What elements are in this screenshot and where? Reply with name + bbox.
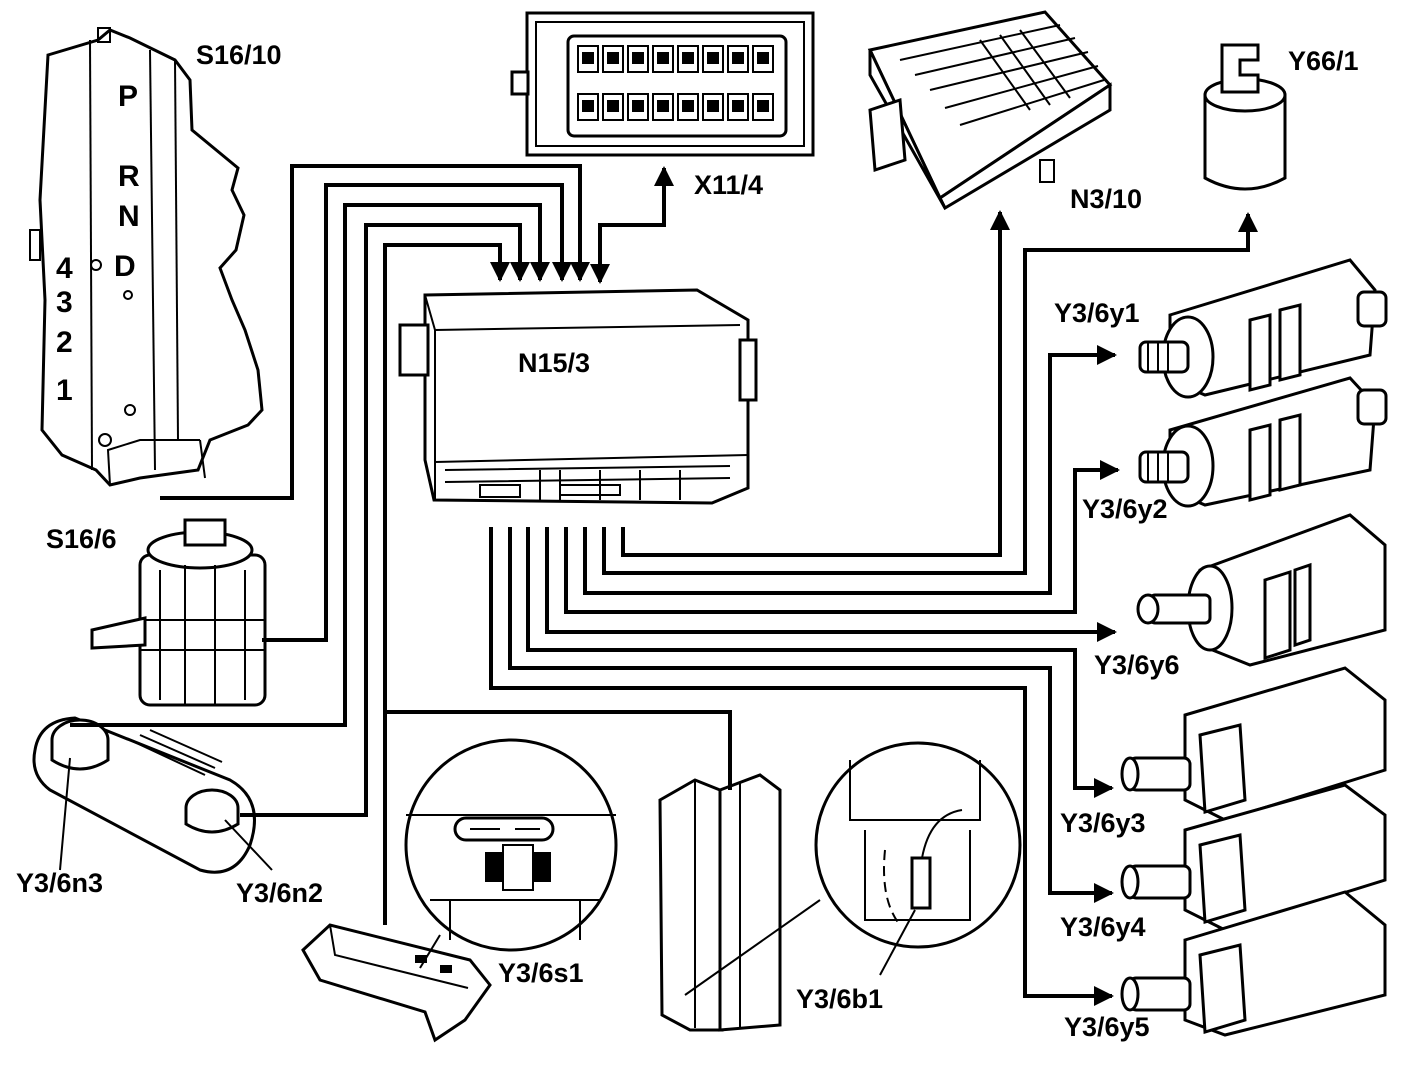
label-y3-6y4: Y3/6y4 xyxy=(1060,912,1146,942)
label-s16-10: S16/10 xyxy=(196,40,282,70)
connector-pin-contact xyxy=(732,52,744,64)
connector-pin-contact xyxy=(757,52,769,64)
connector-pin-contact xyxy=(732,100,744,112)
label-y3-6y6: Y3/6y6 xyxy=(1094,650,1180,680)
label-y3-6n3: Y3/6n3 xyxy=(16,868,103,898)
wire-y3-6y3 xyxy=(526,527,1114,798)
label-y3-6y3: Y3/6y3 xyxy=(1060,808,1146,838)
wire-y3-6s1 xyxy=(383,243,510,925)
wire-y3-6y1 xyxy=(583,345,1117,595)
label-y3-6y1: Y3/6y1 xyxy=(1054,298,1140,328)
wire-y3-6y6 xyxy=(545,527,1117,642)
wire-y3-6y4 xyxy=(508,527,1114,903)
connector-x11-4 xyxy=(510,11,815,157)
connector-pin-contact xyxy=(632,100,644,112)
connector-pin-contact xyxy=(757,100,769,112)
connector-pin xyxy=(627,93,649,121)
gate-p: P xyxy=(118,80,138,113)
gate-d: D xyxy=(114,250,136,283)
connector-pin-contact xyxy=(632,52,644,64)
reed-switch-y3-6s1 xyxy=(301,738,618,1043)
connector-pin xyxy=(752,45,774,73)
solenoid-y3-6y2 xyxy=(1138,376,1388,508)
connector-pin xyxy=(652,45,674,73)
connector-pin xyxy=(727,45,749,73)
gate-3: 3 xyxy=(56,286,73,319)
solenoid-y3-6y5 xyxy=(1120,890,1387,1037)
connector-pin xyxy=(652,93,674,121)
solenoid-y3-6y1 xyxy=(1138,258,1388,399)
gate-4: 4 xyxy=(56,252,73,285)
wire-x11-4 xyxy=(598,166,674,280)
wire-n3-10 xyxy=(621,210,1010,557)
connector-pin xyxy=(727,93,749,121)
wire-y66-1 xyxy=(602,212,1258,575)
connector-pin xyxy=(752,93,774,121)
connector-pin xyxy=(677,45,699,73)
gate-n: N xyxy=(118,200,140,233)
gate-2: 2 xyxy=(56,326,73,359)
connector-pin-contact xyxy=(582,52,594,64)
gate-1: 1 xyxy=(56,374,73,407)
connector-pin-contact xyxy=(657,52,669,64)
connector-pin xyxy=(577,93,599,121)
label-y3-6y5: Y3/6y5 xyxy=(1064,1012,1150,1042)
wire-y3-6b1 xyxy=(385,710,732,790)
label-s16-6: S16/6 xyxy=(46,524,117,554)
solenoid-y3-6y3 xyxy=(1120,666,1387,822)
wire-s16-10 xyxy=(160,164,590,500)
wire-y3-6y2 xyxy=(564,460,1120,614)
connector-pin-contact xyxy=(682,100,694,112)
label-x11-4: X11/4 xyxy=(694,170,763,200)
connector-pin-contact xyxy=(582,100,594,112)
starter-lockout-switch-s16-6 xyxy=(90,518,267,707)
connector-pin xyxy=(627,45,649,73)
valve-y66-1 xyxy=(1203,43,1287,191)
temp-sensor-y3-6b1 xyxy=(658,741,1022,1032)
wire-y3-6n3 xyxy=(70,203,550,727)
label-y3-6s1: Y3/6s1 xyxy=(498,958,584,988)
connector-pin-contact xyxy=(607,52,619,64)
label-y66-1: Y66/1 xyxy=(1288,46,1359,76)
speed-sensor-plate xyxy=(32,716,273,874)
selector-switch-s16-10: P R N 4 D 3 2 1 xyxy=(29,27,264,487)
connector-pin-contact xyxy=(657,100,669,112)
gate-dot-icon xyxy=(90,259,102,271)
connector-pin xyxy=(602,45,624,73)
connector-pin xyxy=(702,93,724,121)
wiring-harness xyxy=(70,164,1258,1006)
label-n3-10: N3/10 xyxy=(1070,184,1142,214)
connector-pin-contact xyxy=(682,52,694,64)
connector-pin-contact xyxy=(707,100,719,112)
label-y3-6y2: Y3/6y2 xyxy=(1082,494,1168,524)
wire-y3-6y5 xyxy=(489,527,1114,1006)
control-unit-n3-10 xyxy=(867,10,1113,211)
label-y3-6n2: Y3/6n2 xyxy=(236,878,323,908)
connector-pin xyxy=(677,93,699,121)
wire-y3-6n2 xyxy=(240,223,530,817)
gate-r: R xyxy=(118,160,140,193)
connector-pin xyxy=(602,93,624,121)
control-module-n15-3 xyxy=(398,288,758,505)
label-n15-3: N15/3 xyxy=(518,348,590,378)
connector-pin-contact xyxy=(707,52,719,64)
label-y3-6b1: Y3/6b1 xyxy=(796,984,883,1014)
solenoid-y3-6y6 xyxy=(1136,513,1387,667)
connector-pin xyxy=(577,45,599,73)
wire-s16-6 xyxy=(262,183,572,642)
connector-pin-contact xyxy=(607,100,619,112)
connector-pin xyxy=(702,45,724,73)
